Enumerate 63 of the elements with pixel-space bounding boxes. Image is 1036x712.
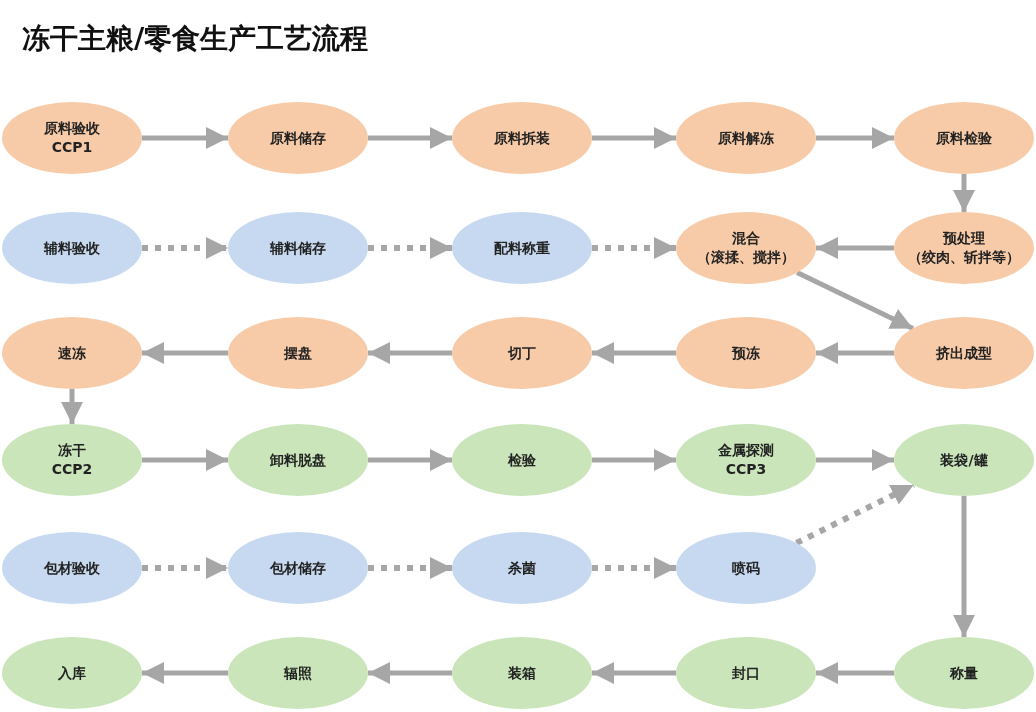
arrow: [368, 127, 452, 149]
step-label: 包材储存: [270, 558, 326, 578]
step-label: CCP3: [725, 460, 767, 479]
arrow: [368, 557, 452, 579]
arrow: [795, 482, 915, 546]
step-label: 原料验收: [44, 119, 100, 138]
step-label: 入库: [58, 663, 86, 683]
step-label: 预处理: [943, 229, 985, 248]
arrow: [142, 557, 228, 579]
step-label: 速冻: [58, 343, 86, 363]
arrow: [592, 557, 676, 579]
step-label: 预冻: [732, 343, 760, 363]
step-label: （滚揉、搅拌）: [697, 248, 795, 267]
arrow: [142, 127, 228, 149]
arrow: [61, 389, 83, 424]
arrow: [368, 237, 452, 259]
arrow: [142, 342, 228, 364]
step-label: 金属探测: [718, 441, 774, 460]
arrow: [142, 662, 228, 684]
step-label: 装袋/罐: [940, 450, 988, 470]
step-label: 喷码: [732, 558, 760, 578]
step-label: 原料拆装: [494, 128, 550, 148]
arrow: [142, 237, 228, 259]
arrow: [816, 237, 894, 259]
arrow: [368, 342, 452, 364]
arrow: [816, 449, 894, 471]
step-label: 原料储存: [270, 128, 326, 148]
step-label: CCP1: [51, 138, 93, 157]
step-label: 检验: [508, 450, 536, 470]
arrow: [816, 127, 894, 149]
step-label: 切丁: [508, 343, 536, 363]
arrow: [953, 496, 975, 637]
step-label: 装箱: [508, 663, 536, 683]
arrow: [816, 342, 894, 364]
step-label: 杀菌: [508, 558, 536, 578]
arrow: [816, 662, 894, 684]
arrow: [592, 342, 676, 364]
step-label: 摆盘: [284, 343, 312, 363]
step-label: 包材验收: [44, 558, 100, 578]
step-label: 卸料脱盘: [270, 450, 326, 470]
arrow: [953, 174, 975, 212]
step-label: 辅料储存: [270, 238, 326, 258]
step-label: 原料解冻: [718, 128, 774, 148]
step-label: CCP2: [51, 460, 93, 479]
arrow: [142, 449, 228, 471]
arrow: [368, 449, 452, 471]
step-label: 配料称重: [494, 238, 550, 258]
arrow: [796, 270, 914, 331]
arrow: [592, 662, 676, 684]
step-label: （绞肉、斩拌等）: [908, 248, 1020, 267]
step-label: 辅料验收: [44, 238, 100, 258]
step-label: 封口: [732, 663, 760, 683]
step-label: 冻干: [58, 441, 86, 460]
step-label: 混合: [732, 229, 760, 248]
arrow: [592, 127, 676, 149]
arrow: [592, 449, 676, 471]
step-label: 挤出成型: [936, 343, 992, 363]
arrow: [592, 237, 676, 259]
step-label: 称量: [950, 663, 978, 683]
step-label: 原料检验: [936, 128, 992, 148]
arrow: [368, 662, 452, 684]
diagram-title: 冻干主粮/零食生产工艺流程: [22, 21, 369, 57]
step-label: 辐照: [284, 663, 312, 683]
